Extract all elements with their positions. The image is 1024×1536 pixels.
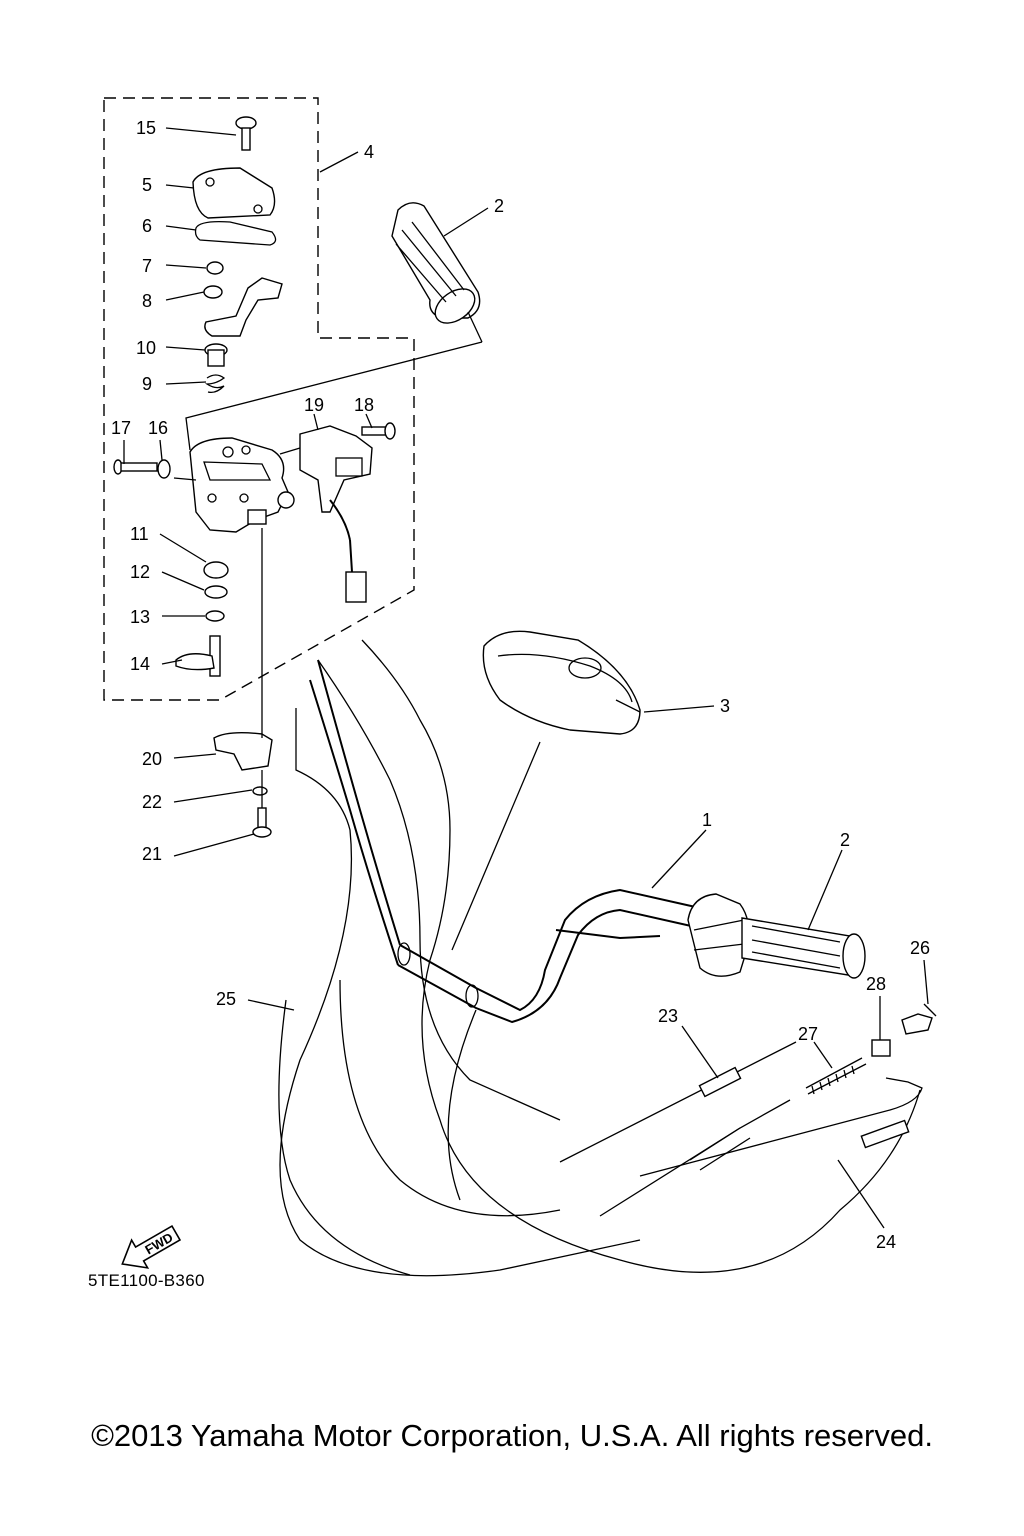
- copyright-notice: ©2013 Yamaha Motor Corporation, U.S.A. A…: [91, 1418, 933, 1453]
- callout-13: 13: [130, 607, 150, 627]
- callout-2-lower: 2: [840, 830, 850, 850]
- part-7-nut: [206, 261, 224, 275]
- callout-22: 22: [142, 792, 162, 812]
- callout-21: 21: [142, 844, 162, 864]
- part-21-screw: [252, 807, 272, 838]
- part-26-wing-bolt: [901, 1003, 937, 1035]
- part-8-washer: [203, 285, 223, 299]
- callout-5: 5: [142, 175, 152, 195]
- callout-24: 24: [876, 1232, 896, 1252]
- part-28-fitting: [871, 1039, 891, 1057]
- part-20-housing: [213, 731, 273, 771]
- part-18-screw: [361, 422, 396, 440]
- part-24-cable: [599, 1077, 923, 1217]
- part-22-washer: [252, 786, 268, 796]
- diagram-code: 5TE1100-B360: [88, 1271, 205, 1290]
- leader-lines: [123, 127, 929, 1229]
- callout-19: 19: [304, 395, 324, 415]
- callout-28: 28: [866, 974, 886, 994]
- assembly-boundary: [103, 97, 415, 701]
- part-8-lever-plate: [204, 277, 283, 337]
- callout-27: 27: [798, 1024, 818, 1044]
- part-1-handlebar: [309, 659, 701, 1024]
- part-12-washer: [204, 585, 228, 599]
- callout-12: 12: [130, 562, 150, 582]
- callout-20: 20: [142, 749, 162, 769]
- part-15-screw: [235, 116, 257, 151]
- callout-15: 15: [136, 118, 156, 138]
- part-19-switch: [299, 425, 373, 603]
- callout-7: 7: [142, 256, 152, 276]
- callout-3: 3: [720, 696, 730, 716]
- part-27-spring: [805, 1057, 867, 1095]
- switch-housing: [189, 437, 295, 533]
- callout-11: 11: [130, 524, 149, 544]
- part-10-collar: [204, 343, 228, 367]
- callout-8: 8: [142, 291, 152, 311]
- part-14-lever: [175, 635, 221, 677]
- part-25-cable: [317, 659, 561, 1121]
- callout-14: 14: [130, 654, 150, 674]
- callout-17: 17: [111, 418, 131, 438]
- callout-18: 18: [354, 395, 374, 415]
- part-11-grommet: [203, 561, 229, 579]
- part-17-bolt: [113, 459, 158, 475]
- part-16-nut: [157, 459, 171, 479]
- part-6-gasket: [194, 220, 277, 246]
- part-2-grip-upper: [391, 202, 481, 324]
- callout-10: 10: [136, 338, 156, 358]
- fwd-arrow-icon: FWD: [121, 1224, 182, 1269]
- callout-23: 23: [658, 1006, 678, 1026]
- part-9-spring: [204, 374, 226, 394]
- callout-9: 9: [142, 374, 152, 394]
- part-2-grip-lower: [741, 917, 866, 979]
- callout-25: 25: [216, 989, 236, 1009]
- part-13-washer: [205, 610, 225, 622]
- throttle-cable-end: [555, 929, 661, 940]
- callout-1: 1: [702, 810, 712, 830]
- part-throttle-housing: [687, 893, 750, 977]
- callout-4: 4: [364, 142, 374, 162]
- part-3-handlebar-cover: [482, 630, 641, 735]
- callout-26: 26: [910, 938, 930, 958]
- callout-2-upper: 2: [494, 196, 504, 216]
- callout-16: 16: [148, 418, 168, 438]
- callout-6: 6: [142, 216, 152, 236]
